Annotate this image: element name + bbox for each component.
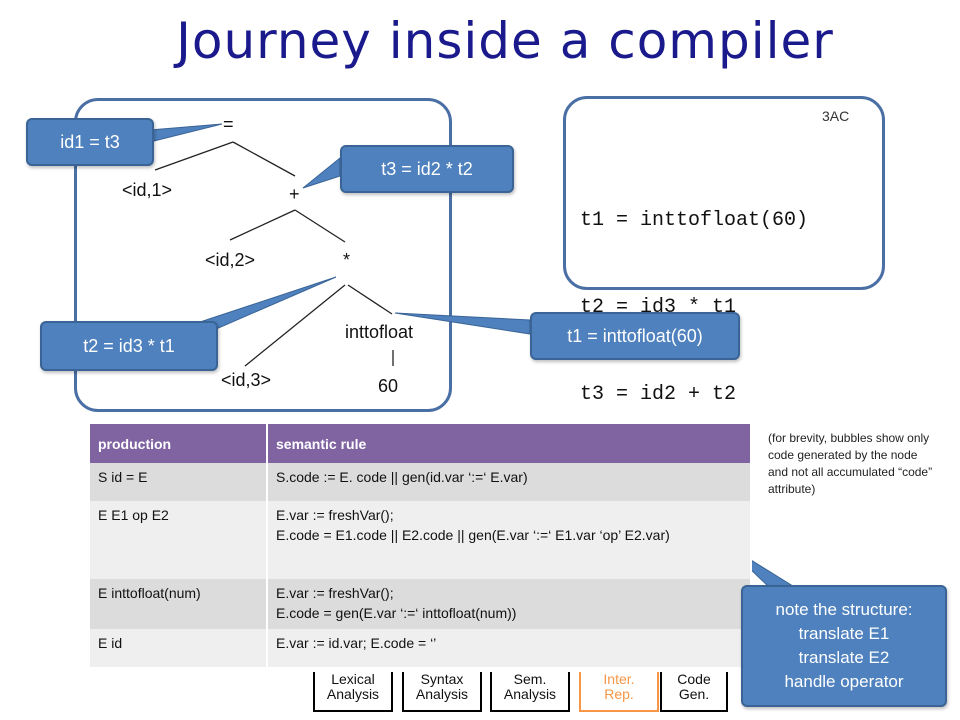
code-line: t3 = id2 + t2: [580, 383, 737, 406]
slide-title: Journey inside a compiler: [176, 12, 834, 70]
brevity-note: (for brevity, bubbles show only code gen…: [768, 431, 933, 496]
three-address-code-panel: [563, 96, 885, 290]
tree-node-times: *: [343, 250, 351, 270]
phase-syntax-analysis: Syntax Analysis: [402, 672, 482, 712]
code-line: t1 = inttofloat(60): [580, 209, 809, 232]
production-cell: E id: [90, 629, 268, 667]
table-row: E E1 op E2 E.var := freshVar(); E.code =…: [90, 501, 752, 579]
edge-times-id3: [244, 284, 346, 367]
phase-code-generation: Code Gen.: [660, 672, 728, 712]
code-line: t2 = id3 * t1: [580, 296, 737, 319]
table-row: E inttofloat(num) E.var := freshVar(); E…: [90, 579, 752, 629]
callout-pointer-t2: [199, 276, 337, 337]
production-cell: E inttofloat(num): [90, 579, 268, 629]
bubble-id1-assign: id1 = t3: [26, 118, 154, 166]
edge-times-convert: [347, 284, 393, 315]
tree-node-id3: <id,3>: [221, 370, 272, 390]
phase-intermediate-representation: Inter. Rep.: [579, 672, 659, 712]
bubble-t3-assign: t3 = id2 * t2: [340, 145, 514, 193]
tree-node-plus: +: [289, 184, 300, 204]
production-cell: S id = E: [90, 463, 268, 501]
three-address-code-listing: t1 = inttofloat(60) t2 = id3 * t1 t3 = i…: [580, 148, 808, 525]
phase-semantic-analysis: Sem. Analysis: [490, 672, 570, 712]
edge-assign-plus: [232, 141, 296, 177]
callout-pointer-t3: [302, 156, 341, 189]
tree-node-id2: <id,2>: [205, 250, 256, 270]
header-semantic-rule: semantic rule: [267, 424, 752, 463]
callout-pointer-t1: [394, 312, 531, 335]
rule-cell: E.var := freshVar(); E.code = gen(E.var …: [267, 579, 752, 629]
phase-lexical-analysis: Lexical Analysis: [313, 672, 393, 712]
rule-cell: E.var := id.var; E.code = ‘’: [267, 629, 752, 667]
three-address-code-label: 3AC: [822, 108, 850, 124]
edge-assign-id1: [154, 141, 234, 171]
parse-tree-frame: [74, 98, 452, 412]
edge-plus-times: [294, 209, 346, 243]
rule-cell: S.code := E. code || gen(id.var ‘:=‘ E.v…: [267, 463, 752, 501]
header-production: production: [90, 424, 268, 463]
table-row: S id = E S.code := E. code || gen(id.var…: [90, 463, 752, 501]
bubble-t1-assign: t1 = inttofloat(60): [530, 312, 740, 360]
tree-node-assign: =: [223, 114, 234, 134]
table-header-row: production semantic rule: [90, 424, 752, 463]
rule-cell: E.var := freshVar(); E.code = E1.code ||…: [267, 501, 752, 579]
tree-node-num: 60: [378, 376, 399, 396]
edge-plus-id2: [229, 209, 296, 241]
bubble-t2-assign: t2 = id3 * t1: [40, 321, 218, 371]
bubble-structure-note: note the structure: translate E1 transla…: [741, 585, 947, 707]
production-cell: E E1 op E2: [90, 501, 268, 579]
tree-node-id1: <id,1>: [122, 180, 173, 200]
tree-node-inttofloat: inttofloat: [345, 322, 414, 342]
table-row: E id E.var := id.var; E.code = ‘’: [90, 629, 752, 667]
semantic-rules-table: production semantic rule S id = E S.code…: [90, 424, 752, 667]
callout-pointer-id1: [149, 123, 223, 143]
